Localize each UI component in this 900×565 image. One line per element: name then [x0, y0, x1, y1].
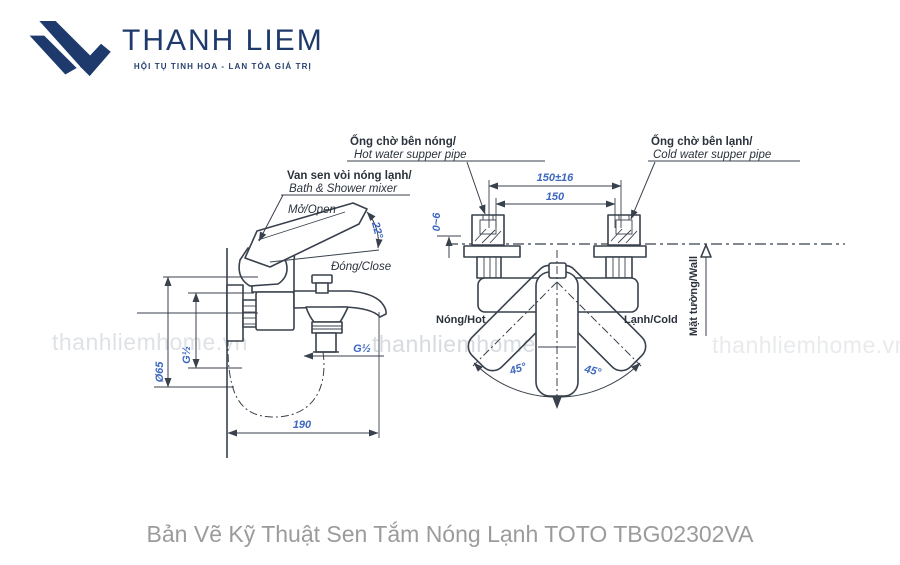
cold-label: Lạnh/Cold [624, 314, 678, 326]
wall-callout: Mặt tường/Wall [688, 244, 712, 336]
svg-text:190: 190 [293, 419, 312, 431]
page-title: Bản Vẽ Kỹ Thuật Sen Tắm Nóng Lạnh TOTO T… [146, 521, 754, 547]
outlet-flange [305, 306, 349, 323]
cold-supply-fitting [593, 214, 647, 279]
spout-arm [293, 290, 387, 318]
handle-lever-open [244, 202, 368, 268]
svg-text:G½: G½ [353, 343, 371, 355]
handle-closed-line [269, 249, 380, 263]
cold-pipe-label: Ống chờ bên lạnh/ Cold water supper pipe [630, 134, 800, 220]
hot-pipe-label-en: Hot water supper pipe [354, 149, 467, 161]
swing-centerlines [472, 250, 642, 409]
mixer-body [255, 291, 295, 331]
brand-name: THANH LIEM [122, 24, 324, 57]
mixer-label-vi: Van sen vòi nóng lạnh/ [287, 170, 412, 182]
handle-angle-arc [366, 211, 383, 249]
outlet-tube [315, 332, 337, 353]
cold-pipe-label-vi: Ống chờ bên lạnh/ [651, 134, 753, 148]
hot-label: Nóng/Hot [436, 314, 486, 326]
hot-pipe-label: Ống chờ bên nóng/ Hot water supper pipe [347, 134, 545, 215]
escutcheon-diameter-dim: Ø65 [154, 361, 166, 383]
hot-pipe-label-vi: Ống chờ bên nóng/ [350, 134, 457, 148]
brand-tagline: HỘI TỤ TINH HOA - LAN TỎA GIÁ TRỊ [133, 62, 312, 71]
svg-text:0~6: 0~6 [431, 212, 443, 232]
spout-reach-dim: 190 [227, 312, 380, 438]
close-label: Đóng/Close [331, 261, 391, 273]
pitch-dimensions: 150±16 150 [488, 172, 622, 228]
wall-adjust-dim: 0~6 [431, 212, 461, 258]
front-view-drawing: 45° 45° Nóng/Hot Lạnh/Cold Ống chờ bên n… [347, 134, 845, 409]
brand-logo: THANH LIEM HỘI TỤ TINH HOA - LAN TỎA GIÁ… [28, 12, 324, 90]
hose-loop [227, 339, 325, 418]
cold-pipe-label-en: Cold water supper pipe [653, 149, 771, 161]
outlet-rings [311, 321, 343, 334]
handle-angle-dim: 22° [369, 220, 385, 241]
mixer-label: Van sen vòi nóng lạnh/ Bath & Shower mix… [258, 170, 412, 242]
mixer-label-en: Bath & Shower mixer [289, 183, 398, 195]
watermark: thanhliemhome.vn [712, 332, 900, 358]
swing-arc [473, 362, 641, 398]
wall-label: Mặt tường/Wall [688, 256, 700, 336]
inlet-nut [242, 299, 258, 328]
pitch-dim: 150 [546, 191, 565, 203]
brand-logo-text: THANH LIEM HỘI TỤ TINH HOA - LAN TỎA GIÁ… [122, 12, 324, 72]
hot-supply-fitting [463, 214, 521, 279]
swing-left-dim: 45° [507, 361, 528, 378]
technical-drawing: 22° Van sen vòi nóng lạnh/ Bath & Shower… [137, 134, 845, 458]
outlet-thread-dim: G½ [303, 343, 384, 360]
brand-logo-icon [29, 20, 111, 77]
side-dimensions: Ø65 G½ [137, 276, 258, 388]
pitch-tolerance-dim: 150±16 [537, 172, 575, 184]
swing-right-dim: 45° [582, 363, 603, 379]
diverter-knob [311, 274, 333, 294]
watermark: thanhliemhome.vn [52, 329, 248, 355]
open-label: Mở/Open [288, 204, 336, 216]
side-view-drawing: 22° Van sen vòi nóng lạnh/ Bath & Shower… [137, 170, 412, 458]
inlet-thread-dim: G½ [181, 346, 193, 364]
